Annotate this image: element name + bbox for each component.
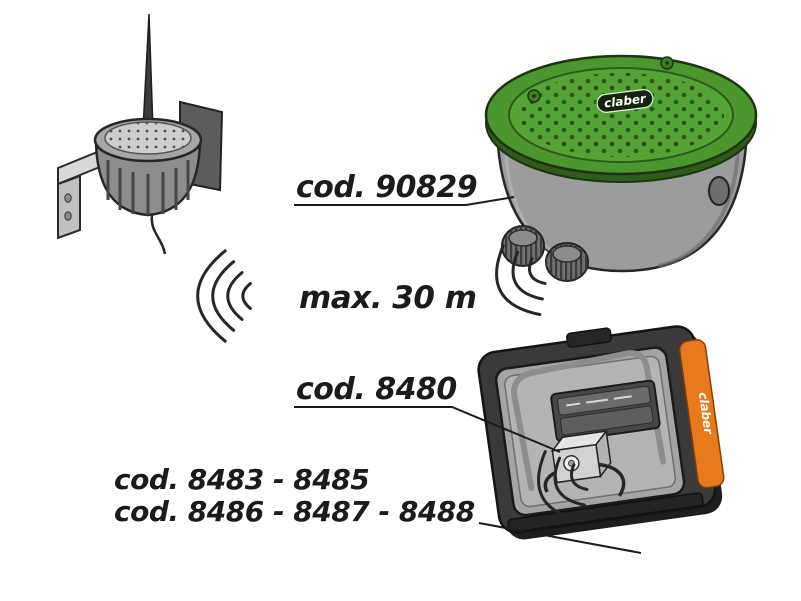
bracket-hole (64, 193, 72, 203)
timer-bottom-lip (507, 492, 704, 533)
connector-line-8480 (294, 406, 561, 453)
bracket-hole (64, 211, 72, 221)
wireless-waves-valve-box (495, 244, 547, 317)
sensor-spike (142, 13, 154, 131)
side-knob (708, 176, 730, 206)
front-knob-left (501, 225, 545, 267)
battery-pack (550, 379, 661, 443)
connector-lines (294, 196, 642, 554)
timer-top-clip (566, 327, 613, 348)
rain-sensor-illustration (57, 13, 224, 255)
label-valve-box-code: cod. 90829 (296, 170, 478, 205)
sensor-fins (106, 160, 190, 215)
body-shadow (657, 149, 740, 268)
valve-box-brand-text: claber (603, 91, 647, 110)
label-max-distance: max. 30 m (299, 280, 477, 316)
wireless-waves-sensor (196, 249, 252, 343)
timer-wire-handle (511, 350, 667, 492)
valve-box-brand-badge: claber (596, 89, 654, 113)
label-timer-codes-line2: cod. 8486 - 8487 - 8488 (114, 495, 475, 528)
connector-line-timer-codes (478, 522, 642, 554)
front-knob-right (545, 242, 589, 282)
label-rf-module-code: cod. 8480 (296, 372, 457, 407)
lid-drain-holes (518, 73, 724, 157)
battery-timer-illustration: claber (477, 325, 725, 540)
wireless-waves-timer (537, 450, 589, 523)
timer-orange-label (678, 339, 725, 489)
connector-line-90829 (294, 196, 515, 206)
lid-screw (660, 56, 674, 70)
sensor-bracket-face (57, 174, 81, 240)
sensor-top-texture (105, 122, 191, 154)
sensor-cable (150, 214, 167, 255)
lid-screw (527, 89, 541, 103)
valve-box-illustration: claber (484, 54, 758, 282)
rf-module (543, 429, 626, 497)
label-timer-codes-line1: cod. 8483 - 8485 (114, 463, 370, 496)
timer-brand-text: claber (696, 391, 716, 436)
